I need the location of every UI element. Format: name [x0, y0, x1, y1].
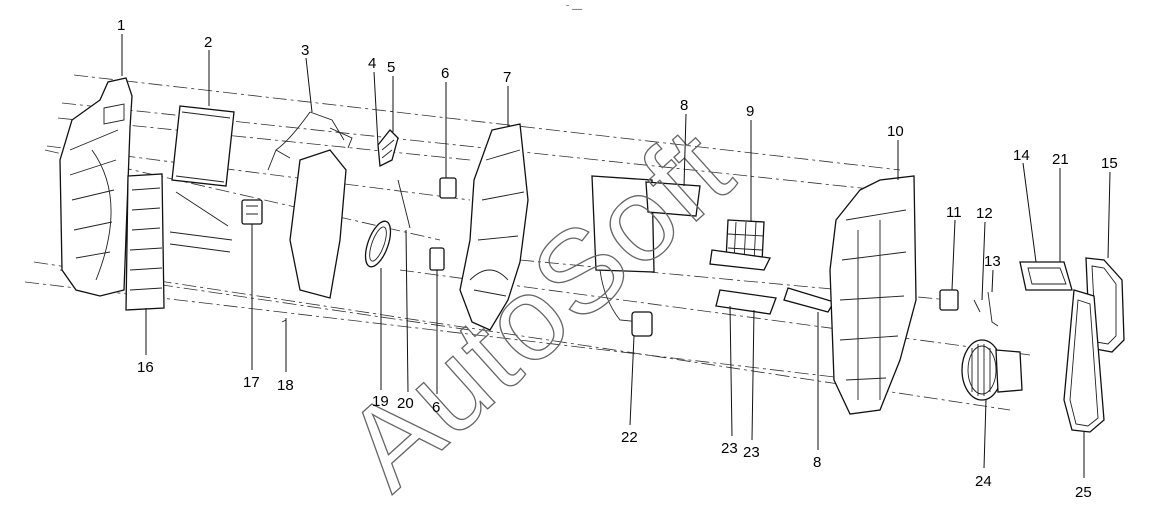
callout-labels: 1 2 3 4 5 6 7 8 9 10 11 12 13 14 21 15 1…	[117, 17, 1118, 501]
part-10-right-housing	[829, 175, 917, 415]
part-24-blower	[961, 339, 1023, 401]
leader-lines	[121, 34, 1111, 478]
part-18-seal	[281, 149, 347, 323]
callout-9: 9	[746, 103, 754, 120]
callout-2: 2	[204, 34, 212, 51]
top-mark: ˉ ―	[566, 4, 582, 15]
part-23-plates	[715, 287, 835, 315]
part-6-clips	[429, 177, 457, 271]
callout-24: 24	[975, 473, 992, 490]
callout-23-right: 23	[743, 444, 760, 461]
callout-8-top: 8	[680, 97, 688, 114]
callout-21: 21	[1052, 151, 1069, 168]
watermark-text: AutoSoft	[321, 103, 758, 515]
part-1-left-housing	[59, 77, 133, 297]
part-8-duct	[591, 175, 701, 323]
part-17-actuator	[241, 199, 263, 225]
callout-16: 16	[137, 359, 154, 376]
callout-6-top: 6	[441, 65, 449, 82]
watermark: AutoSoft	[320, 102, 758, 515]
callout-22: 22	[621, 429, 638, 446]
callout-6-bottom: 6	[432, 399, 440, 416]
callout-5: 5	[387, 59, 395, 76]
part-20-rod	[397, 179, 411, 229]
callout-17: 17	[243, 374, 260, 391]
callout-12: 12	[976, 205, 993, 222]
callout-7: 7	[503, 69, 511, 86]
part-16-filter	[125, 173, 165, 311]
part-14-21-frame	[1019, 261, 1073, 291]
callout-18: 18	[277, 377, 294, 394]
callout-15: 15	[1101, 155, 1118, 172]
part-9-grille	[709, 219, 771, 271]
part-3-harness	[267, 111, 353, 171]
callout-4: 4	[368, 55, 376, 72]
part-19-oval-filter	[364, 220, 392, 268]
part-4-5-flaps	[377, 129, 399, 168]
part-7-central-housing	[459, 123, 529, 331]
part-11-12-13-small	[939, 289, 999, 327]
part-2-filter-frame	[169, 105, 235, 253]
callout-25: 25	[1075, 484, 1092, 501]
callout-14: 14	[1013, 147, 1030, 164]
callout-8-bottom: 8	[813, 454, 821, 471]
part-15-25-gaskets	[1063, 257, 1125, 433]
callout-1: 1	[117, 17, 125, 34]
callout-20: 20	[397, 395, 414, 412]
callout-11: 11	[946, 204, 962, 221]
callout-13: 13	[984, 253, 1001, 270]
callout-3: 3	[301, 42, 309, 59]
part-22-fitting	[631, 311, 653, 337]
callout-23-left: 23	[721, 440, 738, 457]
callout-10: 10	[887, 123, 904, 140]
callout-19: 19	[372, 393, 389, 410]
